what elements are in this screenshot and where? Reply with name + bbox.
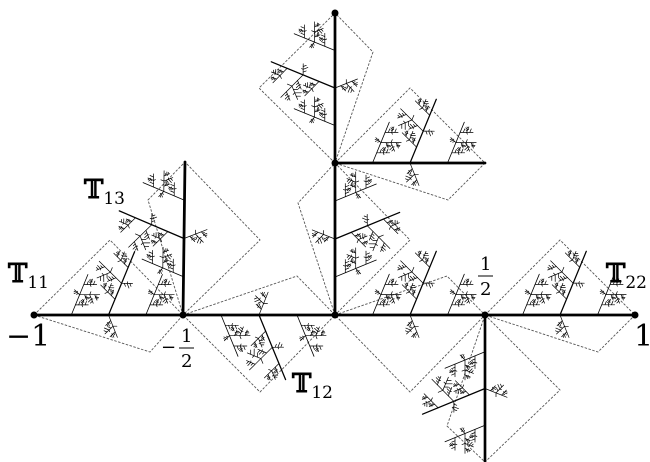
label-t13: 𝕋13 — [83, 175, 125, 209]
label-t12: 𝕋12 — [291, 369, 333, 403]
half-denominator: 2 — [480, 279, 491, 300]
node-one — [631, 311, 639, 319]
frame-t12-lower — [182, 275, 336, 393]
nodes — [30, 9, 639, 319]
label-half: 1 2 — [478, 254, 493, 300]
label-one: 1 — [634, 319, 650, 354]
label-minus-half: − 1 2 — [161, 326, 194, 372]
node-minus-half — [179, 311, 187, 319]
node-mid-upper — [331, 159, 339, 167]
node-zero — [331, 311, 339, 319]
node-half — [481, 311, 489, 319]
minus-half-sign: − — [161, 337, 176, 358]
label-t22: 𝕋22 — [605, 259, 647, 293]
frame-t11 — [33, 239, 184, 353]
frame-t13 — [147, 161, 261, 316]
node-minus-one — [30, 311, 38, 319]
frame-bottom — [446, 314, 561, 462]
minus-half-denominator: 2 — [181, 351, 192, 372]
half-numerator: 1 — [480, 254, 491, 275]
minus-half-numerator: 1 — [181, 326, 192, 347]
node-top — [331, 9, 339, 17]
fractal-branches — [32, 11, 637, 462]
label-t11: 𝕋11 — [7, 259, 49, 293]
frame-center-right — [334, 275, 486, 393]
label-minus-one: −1 — [6, 319, 50, 354]
